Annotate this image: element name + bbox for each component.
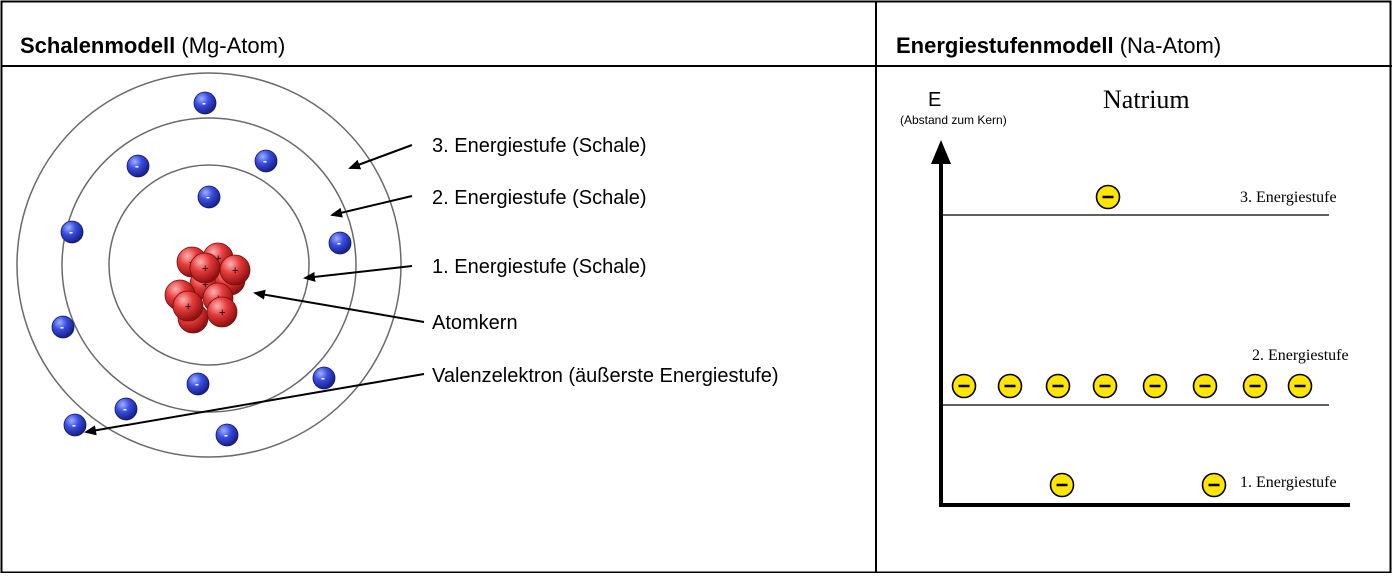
label-shell-3: 3. Energiestufe (Schale) <box>432 135 647 157</box>
element-name: Natrium <box>1103 85 1190 114</box>
proton-sign: + <box>202 263 208 275</box>
arrow-shell-1 <box>303 265 413 282</box>
electron: - <box>254 149 278 173</box>
axis-label-e: E <box>928 89 941 111</box>
electron-sign: - <box>337 236 341 250</box>
electron: - <box>126 154 150 178</box>
electron-sign: - <box>72 418 76 432</box>
electron-sign: - <box>202 96 206 110</box>
shell-labels: 3. Energiestufe (Schale) 2. Energiestufe… <box>432 135 778 387</box>
electron-level-2 <box>1142 373 1168 399</box>
arrow-nucleus <box>253 289 425 323</box>
electron-sign: - <box>135 159 139 173</box>
electron-level-1 <box>1049 472 1075 498</box>
shell-model: +++++++++++ ------------ 3. Energiestufe… <box>16 72 778 458</box>
electron-level-2 <box>1045 373 1071 399</box>
electron-level-2 <box>997 373 1023 399</box>
orbit-shell-3 <box>16 72 402 458</box>
axis-sublabel: (Abstand zum Kern) <box>900 113 1007 127</box>
orbit-shell-1 <box>108 164 310 366</box>
electron-level-2 <box>1242 373 1268 399</box>
header-energiestufenmodell-rest: (Na-Atom) <box>1113 33 1222 58</box>
proton: + <box>189 252 221 284</box>
electron-sign: - <box>123 402 127 416</box>
electron-sign: - <box>60 320 64 334</box>
electron: - <box>312 366 336 390</box>
proton: + <box>206 296 238 328</box>
arrow-valence <box>84 373 425 436</box>
proton-sign: + <box>202 279 208 291</box>
electron: - <box>328 231 352 255</box>
proton-sign: + <box>185 301 191 313</box>
label-valence: Valenzelektron (äußerste Energiestufe) <box>432 365 778 387</box>
level-label-3: 3. Energiestufe <box>1240 189 1337 206</box>
electron-sign: - <box>69 225 73 239</box>
label-shell-2: 2. Energiestufe (Schale) <box>432 187 647 209</box>
electrons-shell-model: - - - - - - - - - - - - <box>51 91 352 447</box>
electron: - <box>215 423 239 447</box>
arrow-shell-3 <box>348 144 413 170</box>
proton-sign: + <box>215 253 221 265</box>
electron-level-2 <box>1192 373 1218 399</box>
header-energiestufenmodell-bold: Energiestufenmodell <box>896 33 1114 58</box>
electron-sign: - <box>263 154 267 168</box>
level-label-2: 2. Energiestufe <box>1252 347 1349 364</box>
arrow-shell-2 <box>330 195 413 218</box>
electron: - <box>51 315 75 339</box>
proton-sign: + <box>219 307 225 319</box>
electron: - <box>193 91 217 115</box>
electron-level-1 <box>1201 472 1227 498</box>
electron-sign: - <box>321 371 325 385</box>
header-energiestufenmodell: Energiestufenmodell (Na-Atom) <box>896 33 1221 59</box>
proton: + <box>219 254 251 286</box>
label-nucleus: Atomkern <box>432 312 518 334</box>
header-schalenmodell: Schalenmodell (Mg-Atom) <box>20 33 285 59</box>
header-schalenmodell-rest: (Mg-Atom) <box>175 33 286 58</box>
electron: - <box>186 372 210 396</box>
level-label-1: 1. Energiestufe <box>1240 474 1337 491</box>
electron: - <box>60 220 84 244</box>
electron: - <box>63 413 87 437</box>
electron-level-2 <box>1092 373 1118 399</box>
electron-level-3 <box>1095 184 1121 210</box>
label-shell-1: 1. Energiestufe (Schale) <box>432 256 647 278</box>
atomkern-nucleus: +++++++++++ <box>164 242 251 334</box>
energy-axis-arrowhead <box>931 140 951 164</box>
electron-sign: - <box>224 428 228 442</box>
header-schalenmodell-bold: Schalenmodell <box>20 33 176 58</box>
proton-sign: + <box>232 265 238 277</box>
electrons-energy-model <box>951 184 1313 498</box>
electron: - <box>114 397 138 421</box>
electron-level-2 <box>1287 373 1313 399</box>
orbit-shell-2 <box>61 117 357 413</box>
energy-level-model: Natrium E (Abstand zum Kern) 3. Energies… <box>900 85 1350 507</box>
electron-sign: - <box>195 377 199 391</box>
label-arrows <box>84 144 425 436</box>
proton: + <box>172 290 204 322</box>
electron-sign: - <box>206 190 210 204</box>
electron-level-2 <box>951 373 977 399</box>
electron: - <box>197 185 221 209</box>
